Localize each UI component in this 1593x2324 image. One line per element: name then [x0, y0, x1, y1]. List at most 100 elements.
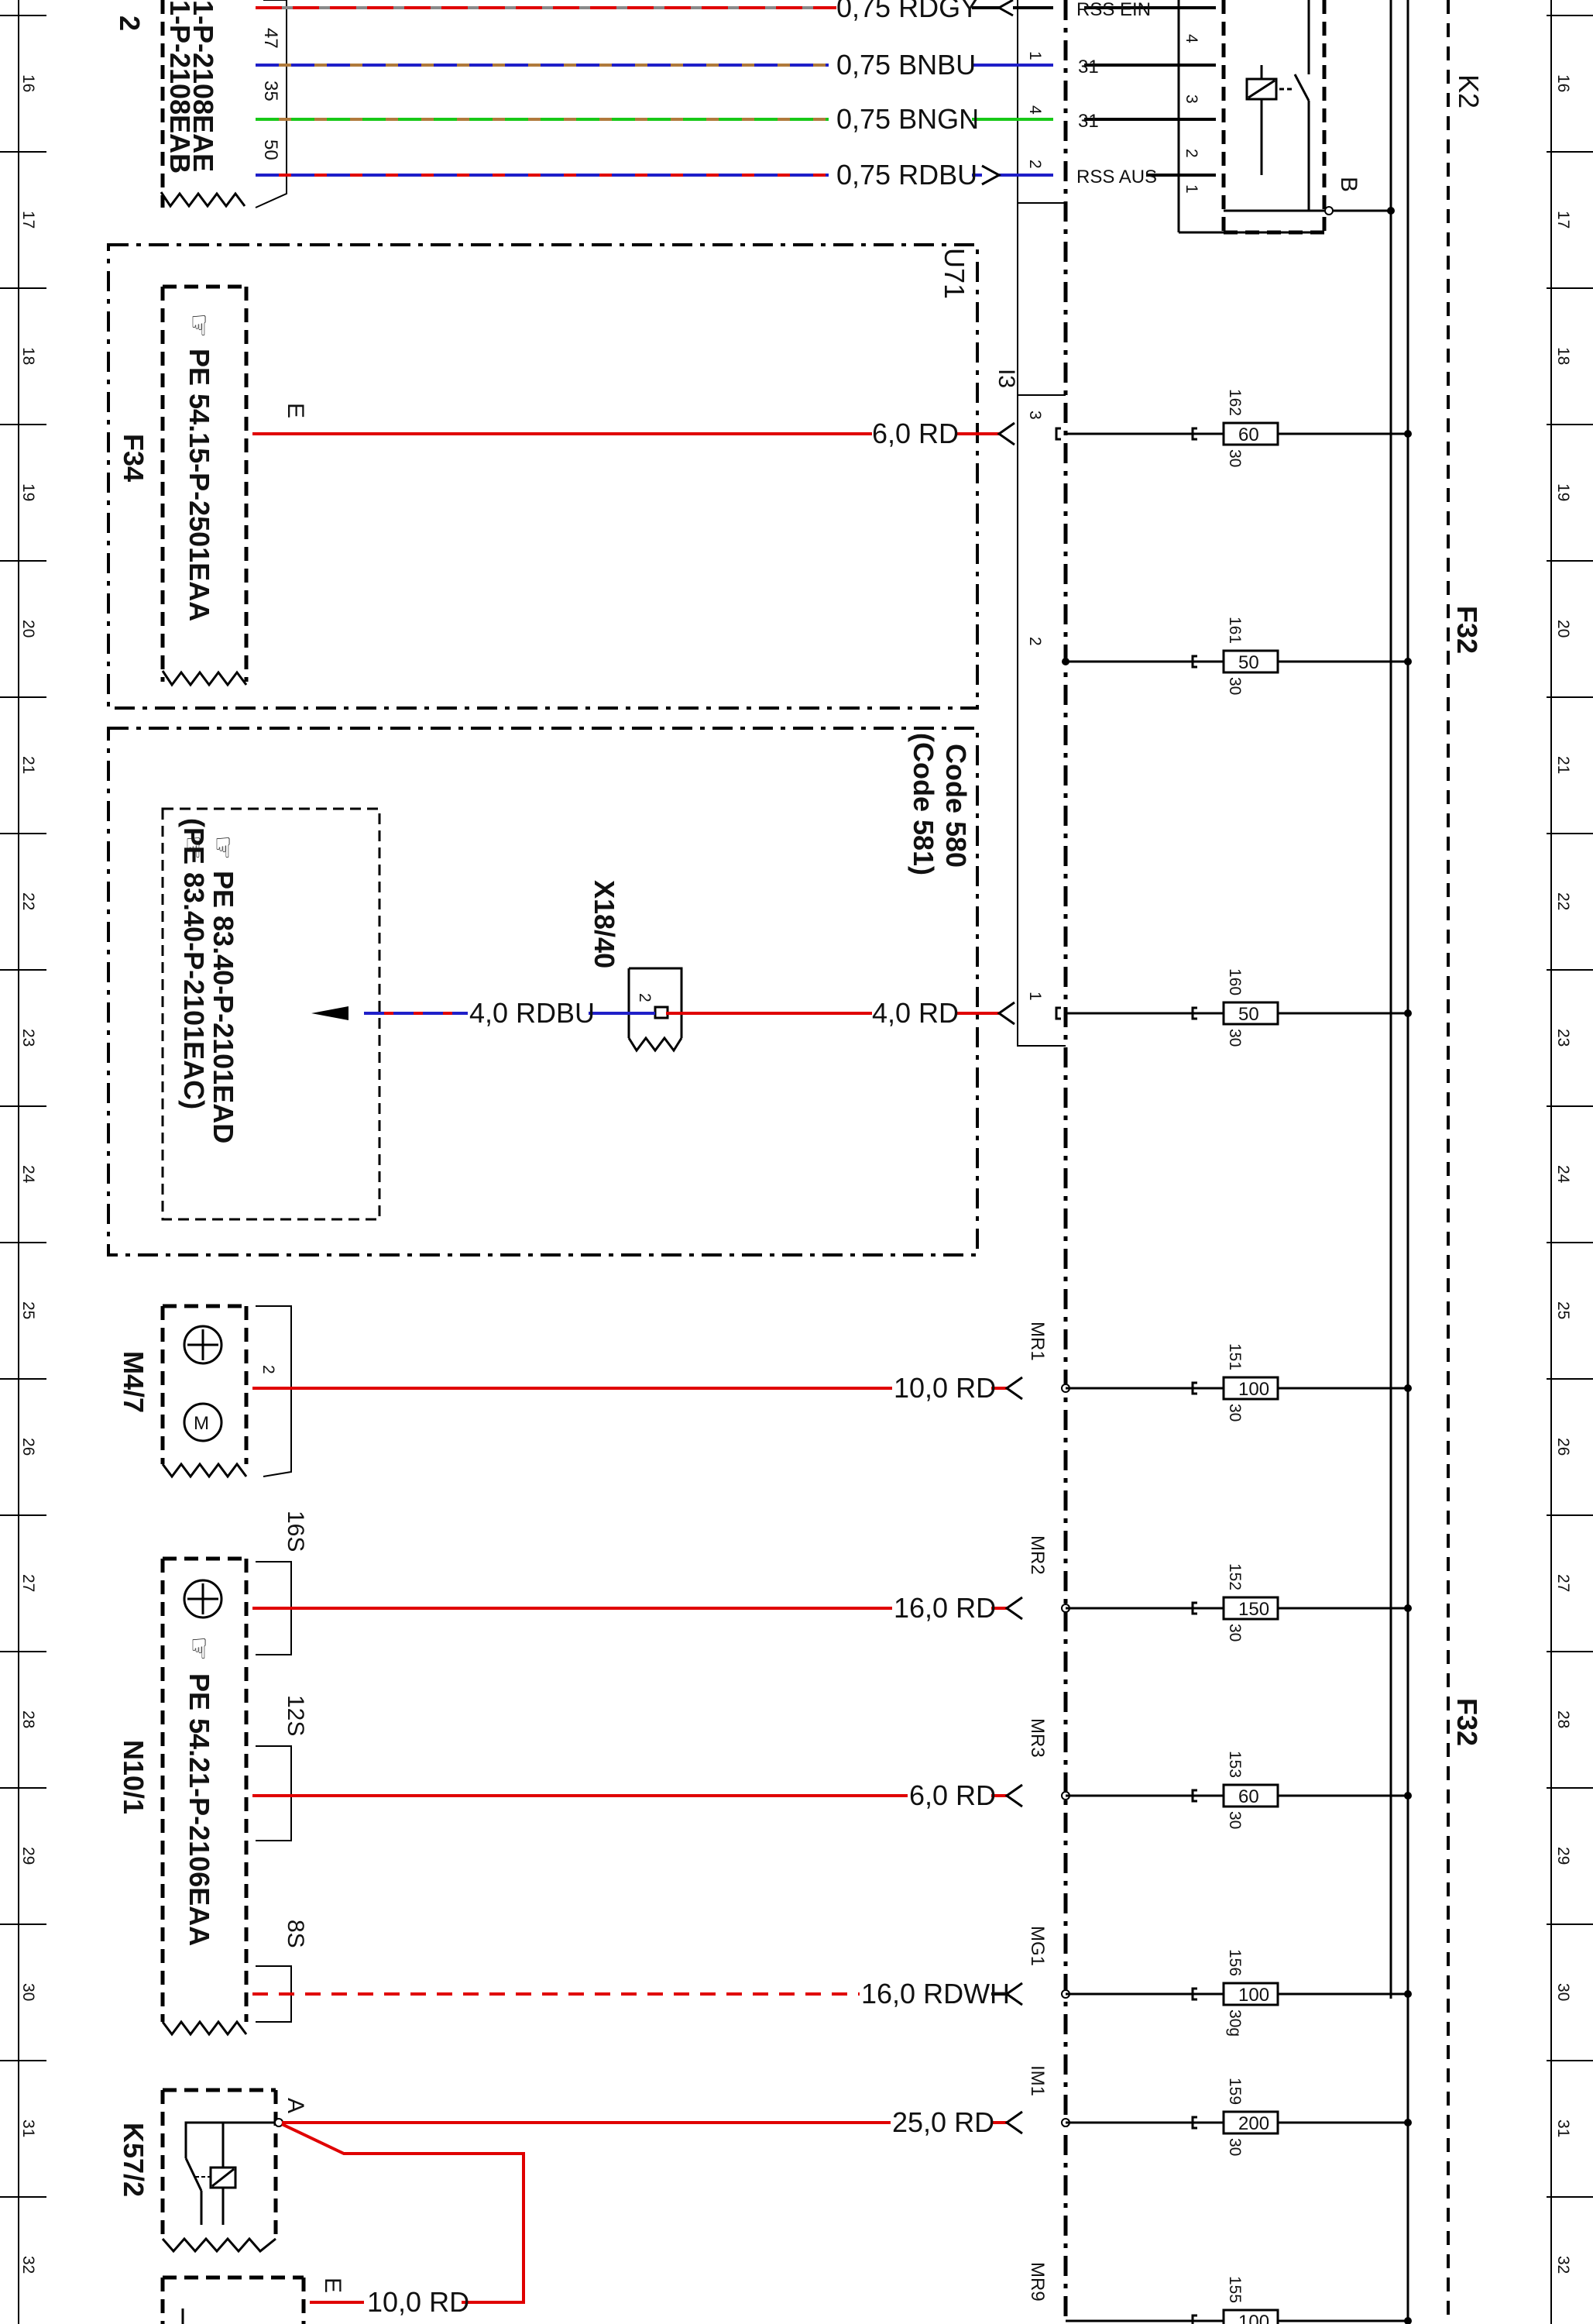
ruler-number: 22: [1554, 892, 1572, 910]
pin-mr1: MR1: [1027, 1322, 1048, 1361]
wire-label-rdgy: 0,75 RDGY: [836, 0, 979, 23]
k2-bus-node: [1387, 207, 1395, 215]
rail-node: [1404, 1009, 1412, 1017]
relay-pin-3: 3: [1183, 95, 1200, 104]
rail-node: [1404, 658, 1412, 665]
k2-junction: [1324, 206, 1334, 215]
top-partial-pin-35: 35: [260, 81, 281, 101]
k2-relay: [1177, 0, 1391, 235]
rail-node: [1404, 430, 1412, 438]
ruler-number: 24: [1554, 1165, 1572, 1184]
n10-1-pin-8s: 8S: [283, 1920, 308, 1948]
ruler-number: 30: [19, 1983, 37, 2001]
k2-pin-b: B: [1336, 177, 1361, 192]
ruler-number: 32: [1554, 2256, 1572, 2274]
top-partial-component: [160, 0, 287, 208]
fuse-terminal: 30g: [1226, 2009, 1244, 2037]
fuse-block: 6016230501613050160301001513015015230601…: [1055, 389, 1412, 2324]
fuse-terminal: 30: [1226, 1404, 1244, 1422]
fuse-number: 155: [1226, 2276, 1244, 2303]
fuse-terminal: 30: [1226, 677, 1244, 695]
ruler-number: 32: [19, 2256, 37, 2274]
ruler-number: 20: [1554, 620, 1572, 638]
wire-label-10rd-m47: 10,0 RD: [894, 1372, 996, 1404]
f32-label-lower: F32: [1451, 1698, 1483, 1746]
fuse-rating: 200: [1238, 2113, 1269, 2134]
pin-mr2: MR2: [1027, 1535, 1048, 1575]
n10-1-pin-12s: 12S: [283, 1695, 308, 1736]
ruler-number: 23: [19, 1029, 37, 1047]
ruler-number: 21: [1554, 756, 1572, 774]
fuse-number: 160: [1226, 968, 1244, 995]
fuse-number: 151: [1226, 1343, 1244, 1370]
pin-mr3: MR3: [1027, 1718, 1048, 1758]
ruler-number: 24: [19, 1165, 37, 1184]
conn-pin-4: 4: [1026, 105, 1044, 115]
pin-mr9: MR9: [1027, 2262, 1048, 2302]
pin31-a-label: 31: [1078, 57, 1099, 77]
fuse-terminal: 30: [1226, 2138, 1244, 2156]
wire-label-4rdbu: 4,0 RDBU: [469, 997, 595, 1029]
wire-label-bngn: 0,75 BNGN: [836, 103, 979, 135]
x18-40-pin: 2: [636, 993, 654, 1002]
ruler-number: 27: [19, 1574, 37, 1592]
wire-label-6rd-n10: 6,0 RD: [909, 1779, 996, 1811]
top-partial-ref-1: 1-P-2108EAB: [164, 0, 196, 174]
x18-40-connector: [627, 967, 683, 1053]
pointing-hand-icon: ☞: [184, 1636, 215, 1661]
fuse-terminal: 30: [1226, 449, 1244, 467]
ruler-number: 22: [19, 892, 37, 910]
ruler-number: 25: [1554, 1301, 1572, 1319]
socket-mark: [1055, 427, 1061, 441]
bottom-partial-component: [160, 2275, 306, 2324]
fuse-rating: 100: [1238, 1985, 1269, 2006]
k57-2-component: [160, 2088, 278, 2254]
fuse-terminal: 30: [1226, 1624, 1244, 1642]
code-581-label: (Code 581): [908, 733, 939, 875]
ruler-number: 23: [1554, 1029, 1572, 1047]
wire-label-bnbu: 0,75 BNBU: [836, 49, 976, 81]
code-ref-1: PE 83.40-P-2101EAD: [208, 871, 239, 1143]
ruler-number: 21: [19, 756, 37, 774]
fuse-rating: 60: [1238, 1786, 1259, 1807]
fuse-number: 161: [1226, 617, 1244, 644]
top-partial-pin-50: 50: [260, 139, 281, 160]
ruler-number: 29: [19, 1847, 37, 1865]
ruler-number: 25: [19, 1301, 37, 1319]
pin-im1: IM1: [1027, 2065, 1048, 2096]
fuse-terminal: 30: [1226, 1029, 1244, 1047]
wire-label-16rd: 16,0 RD: [894, 1592, 996, 1624]
m4-7-label: M4/7: [118, 1351, 149, 1413]
conn-pin-2: 2: [1026, 160, 1044, 169]
left-ruler: [0, 0, 46, 2324]
wire-label-rdbu: 0,75 RDBU: [836, 159, 977, 191]
ruler-number: 19: [19, 483, 37, 501]
k57-2-label: K57/2: [118, 2123, 149, 2197]
ruler-number: 31: [19, 2119, 37, 2137]
n10-1-pin-16s: 16S: [283, 1511, 308, 1552]
ruler-number: 31: [1554, 2119, 1572, 2137]
wire-label-25rd: 25,0 RD: [892, 2106, 994, 2138]
n10-1-label: N10/1: [118, 1740, 149, 1814]
pin31-b-label: 31: [1078, 111, 1099, 132]
m4-7-component: [160, 1304, 292, 1479]
fuse-rating: 100: [1238, 2312, 1269, 2324]
rail-node: [1404, 1792, 1412, 1800]
fuse-number: 152: [1226, 1563, 1244, 1590]
ruler-number: 30: [1554, 1983, 1572, 2001]
rss-aus-label: RSS AUS: [1076, 167, 1157, 187]
socket-mark: [1055, 1006, 1061, 1020]
ruler-number: 26: [19, 1438, 37, 1456]
wire-arrow-left: [311, 1006, 348, 1020]
i3-pin-2: 2: [1026, 637, 1044, 646]
bottom-pin-e: E: [320, 2278, 345, 2293]
i3-pin-3: 3: [1026, 411, 1044, 420]
